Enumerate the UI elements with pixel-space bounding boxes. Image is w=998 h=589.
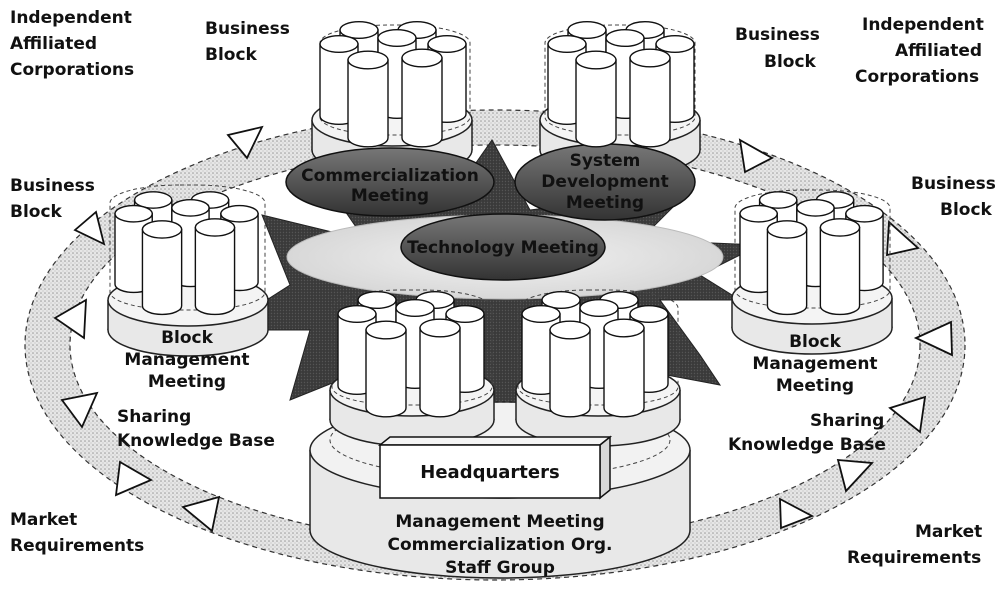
technology-meeting-label: Technology Meeting [407,238,599,258]
sharing-right-2: Knowledge Base [728,435,886,455]
system-development-label-1: System [570,151,641,171]
ring-arrow-icon [60,391,99,429]
technology-meeting-node [400,213,606,281]
corp-left-2: Affiliated [10,34,97,54]
headquarters-label: Headquarters [420,462,559,483]
block-mid-left-2: Block [10,202,63,222]
cylinder-icon [629,48,671,148]
block-mgmt-left-3: Meeting [148,372,226,392]
ring-arrow-icon [836,458,874,493]
cylinder-icon [365,320,407,418]
block-top-left-2: Block [205,45,258,65]
cylinder-icon [766,220,808,316]
hq-group-1: Management Meeting [395,512,604,532]
ring-arrow-icon [888,395,927,434]
market-right-2: Requirements [847,548,981,568]
ring-arrow-icon [114,460,154,497]
commercialization-meeting-label-2: Meeting [351,186,429,206]
headquarters-box [377,435,613,500]
market-left-1: Market [10,510,77,530]
system-development-label-3: Meeting [566,193,644,213]
corp-right-3: Corporations [855,67,979,87]
corp-right-2: Affiliated [895,41,982,61]
sharing-left-1: Sharing [117,407,191,427]
hq-group-3: Staff Group [445,558,555,578]
text-labels: Independent Affiliated Corporations Busi… [10,8,996,578]
hq-group-2: Commercialization Org. [387,535,612,555]
corp-left-3: Corporations [10,60,134,80]
block-mid-right-1: Business [911,174,996,194]
cylinder-icon [419,318,461,418]
cylinder-icon [194,218,236,316]
corp-left-1: Independent [10,8,132,28]
ring-arrow-icon [226,125,264,160]
block-mgmt-right-2: Management [752,354,877,374]
ring-arrow-icon [913,320,953,357]
block-top-left-1: Business [205,19,290,39]
commercialization-meeting-label-1: Commercialization [301,166,479,186]
ring-arrow-icon [886,220,920,257]
system-development-label-2: Development [541,172,668,192]
block-mgmt-right-3: Meeting [776,376,854,396]
block-top-right-2: Block [764,52,817,72]
commercialization-meeting-node [285,147,495,217]
ring-arrows [53,125,953,533]
block-top-right-1: Business [735,25,820,45]
cylinder-icon [549,320,591,418]
sharing-left-2: Knowledge Base [117,431,275,451]
ring-arrow-icon [53,298,87,340]
ring-arrow-icon [738,138,774,174]
block-mgmt-left-1: Block [161,328,214,348]
ring-arrow-icon [181,495,221,533]
market-right-1: Market [915,522,982,542]
corp-right-1: Independent [862,15,984,35]
block-mgmt-left-2: Management [124,350,249,370]
block-mid-right-2: Block [940,200,993,220]
ring-arrow-icon [73,210,106,246]
cylinder-icon [347,50,389,148]
cylinder-icon [575,50,617,148]
cylinder-icon [603,318,645,418]
ring-arrow-icon [779,497,815,530]
block-mgmt-right-1: Block [789,332,842,352]
cylinder-units [114,20,884,418]
block-mid-left-1: Business [10,176,95,196]
sharing-right-1: Sharing [810,411,884,431]
cylinder-icon [141,220,183,316]
market-left-2: Requirements [10,536,144,556]
cylinder-icon [819,218,861,316]
cylinder-icon [401,48,443,148]
